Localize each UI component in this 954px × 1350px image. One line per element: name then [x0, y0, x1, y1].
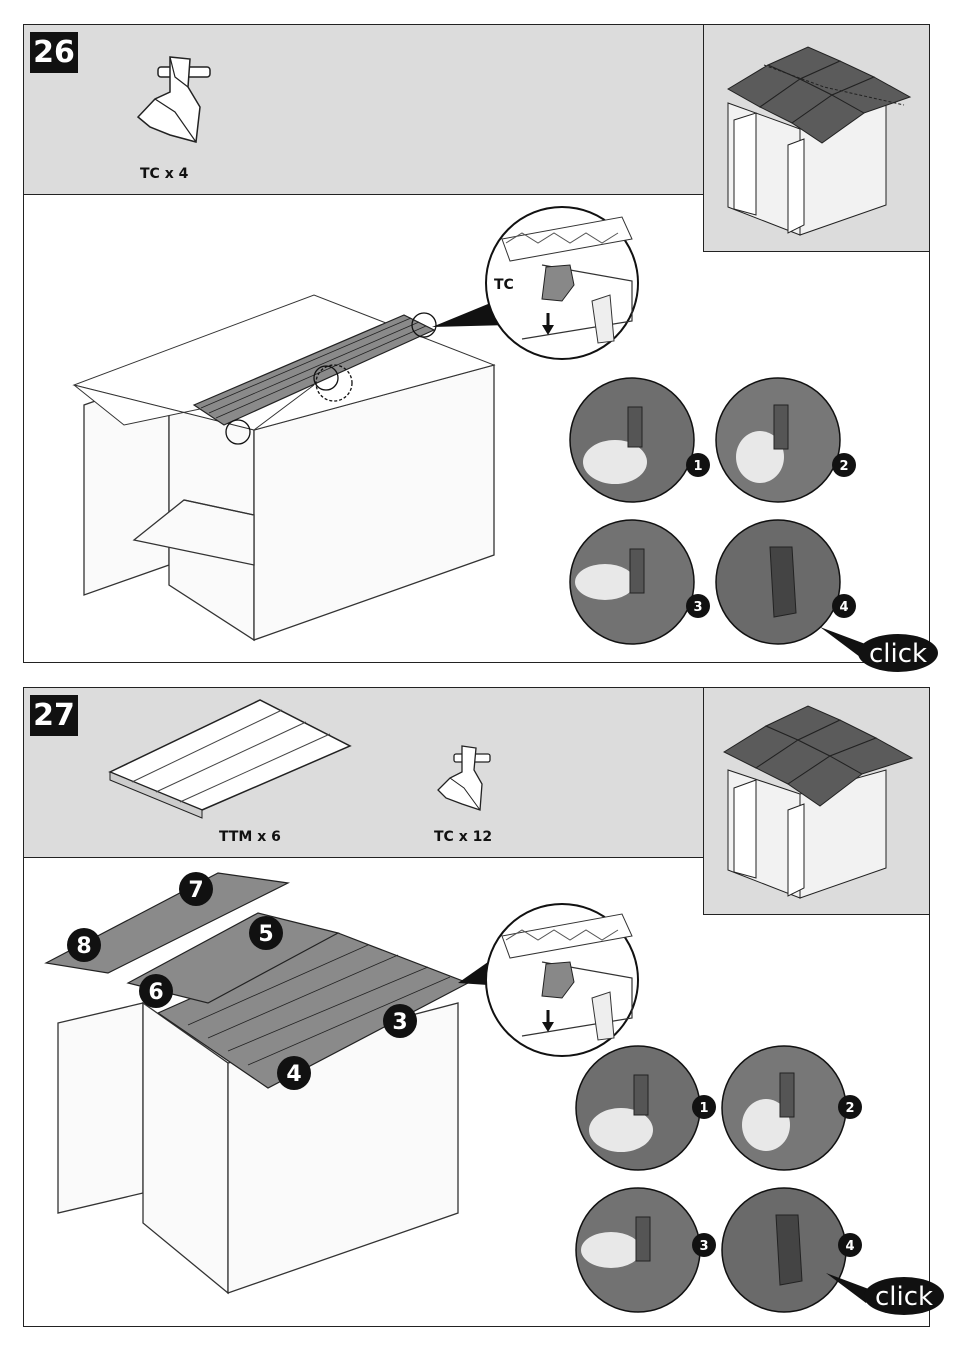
click-callout: click [869, 639, 927, 669]
panel-badge-3: 3 [392, 1010, 407, 1035]
detail-label-tc: TC [494, 277, 514, 293]
sequence-badge-3: 3 [693, 600, 702, 615]
tc-clip-icon [136, 56, 211, 143]
shed-assembly-illustration [72, 294, 510, 642]
step-27: 27 TTM x 6 TC x 12 [23, 687, 944, 1327]
step-number: 27 [30, 695, 78, 736]
step-26: 26 TC x 4 [23, 24, 938, 672]
sequence-badge-3: 3 [699, 1239, 708, 1254]
installation-sequence: 1 2 3 4 click [569, 377, 938, 672]
panel-badge-5: 5 [258, 922, 273, 947]
shed-roof-assembly-illustration: 3 4 5 6 7 8 [44, 872, 498, 1295]
sequence-badge-1: 1 [693, 459, 702, 474]
sequence-badge-4: 4 [845, 1239, 854, 1254]
sequence-badge-2: 2 [845, 1101, 854, 1116]
panel-badge-8: 8 [76, 934, 91, 959]
part-label-ttm: TTM x 6 [219, 829, 281, 845]
step-number: 26 [30, 32, 78, 73]
shed-overview-illustration [727, 46, 912, 236]
installation-sequence: 1 2 3 4 click [575, 1045, 944, 1315]
tc-detail-magnifier [485, 903, 639, 1057]
step-badges: 1 2 3 4 [686, 453, 856, 618]
panel-badge-4: 4 [286, 1062, 301, 1087]
step-26-parts-panel: 26 TC x 4 [24, 25, 705, 195]
click-callout: click [875, 1282, 933, 1312]
sequence-badge-2: 2 [839, 459, 848, 474]
sequence-badge-1: 1 [699, 1101, 708, 1116]
part-label-tc: TC x 4 [140, 166, 189, 182]
panel-badge-7: 7 [188, 878, 203, 903]
panel-order-badges: 3 4 5 6 7 8 [67, 872, 417, 1090]
step-badges: 1 2 3 4 [692, 1095, 862, 1257]
overview-thumbnail [703, 688, 929, 915]
roof-panel-icon [108, 699, 352, 819]
tc-clip-icon [437, 745, 491, 811]
step-27-parts-panel: 27 TTM x 6 TC x 12 [24, 688, 705, 858]
overview-thumbnail [703, 25, 929, 252]
tc-detail-magnifier [485, 206, 639, 360]
part-label-tc: TC x 12 [434, 829, 493, 845]
sequence-badge-4: 4 [839, 600, 848, 615]
panel-badge-6: 6 [148, 980, 163, 1005]
shed-overview-illustration [722, 705, 914, 899]
